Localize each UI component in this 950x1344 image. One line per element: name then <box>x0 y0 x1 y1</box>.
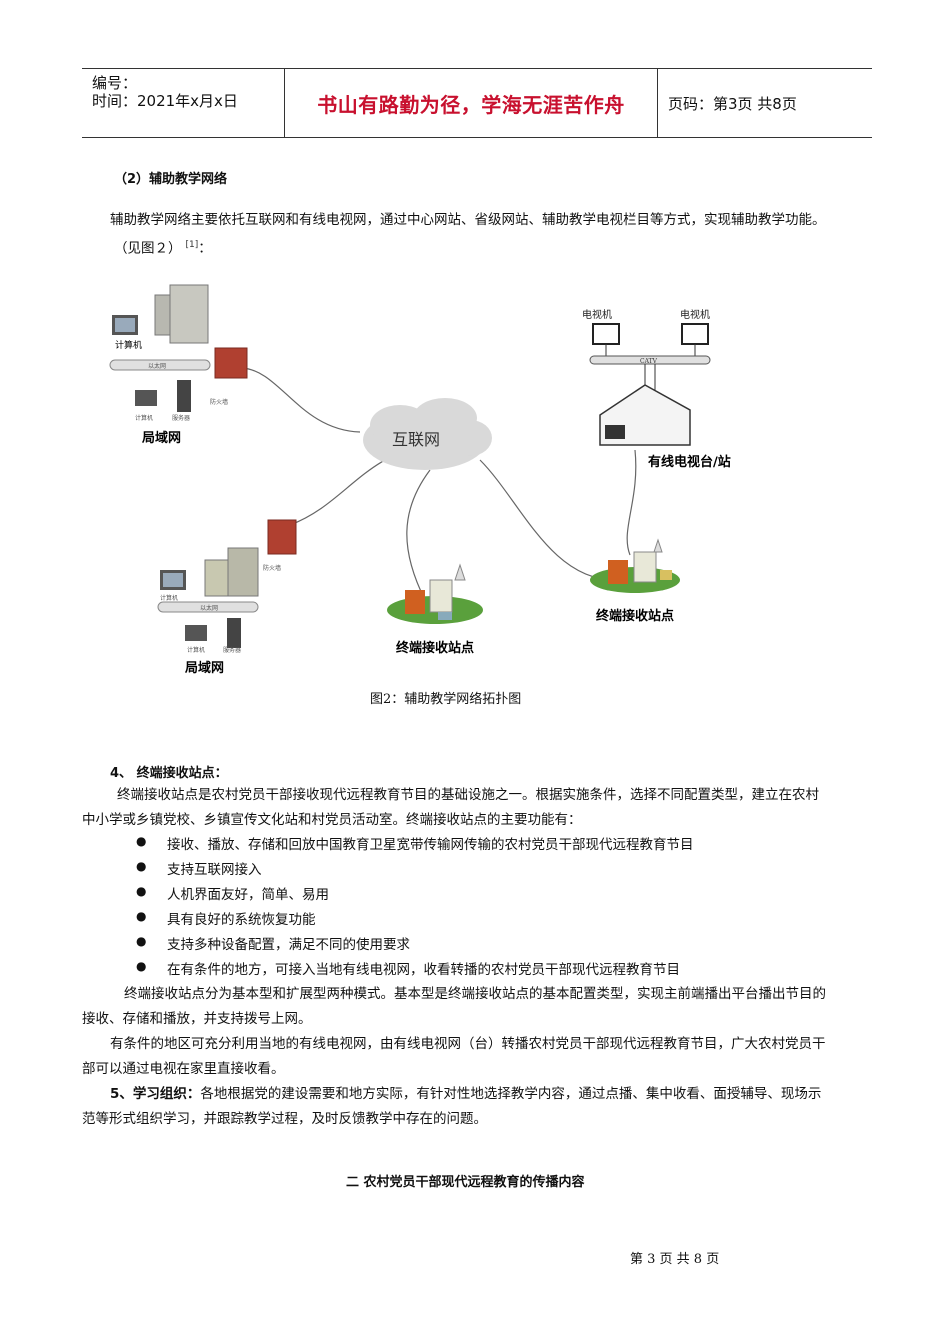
section4-para1-line1: 终端接收站点是农村党员干部接收现代远程教育节目的基础设施之一。根据实施条件，选择… <box>117 787 819 803</box>
bullet-dot: ● <box>136 934 147 948</box>
lan2-ethernet-label: 以太网 <box>200 604 218 612</box>
internet-cloud-icon <box>363 398 492 470</box>
bullet-item: 支持互联网接入 <box>167 862 262 878</box>
header-table: 编号： 时间：2021年x月x日 书山有路勤为径，学海无涯苦作舟 页码：第3页 … <box>82 68 872 138</box>
terminal-station-2 <box>590 538 680 593</box>
ethernet-bus <box>109 359 211 371</box>
link-lan2-internet <box>289 459 386 526</box>
link-cable-terminal2 <box>626 449 637 556</box>
lan2-computer-label: 计算机 <box>160 594 178 602</box>
catv-label: CATV <box>640 358 658 365</box>
section-aux-para-line2: （见图２）[1]： <box>114 240 212 257</box>
bullet-dot: ● <box>136 859 147 873</box>
tv-label-1: 电视机 <box>582 308 612 321</box>
section-two-heading: 二 农村党员干部现代远程教育的传播内容 <box>346 1175 585 1190</box>
section4-para3-line2: 部可以通过电视在家里直接收看。 <box>82 1061 285 1077</box>
lan1-server-label: 服务器 <box>172 414 190 422</box>
section4-para1-line2: 中小学或乡镇党校、乡镇宣传文化站和村党员活动室。终端接收站点的主要功能有： <box>82 812 582 828</box>
bullet-item: 在有条件的地方，可接入当地有线电视网，收看转播的农村党员干部现代远程教育节目 <box>167 962 680 978</box>
header-motto-cell: 书山有路勤为径，学海无涯苦作舟 <box>285 69 658 137</box>
section5-line1: 5、学习组织：各地根据党的建设需要和地方实际，有针对性地选择教学内容，通过点播、… <box>110 1086 822 1102</box>
terminal-1-label: 终端接收站点 <box>396 640 474 656</box>
bullet-dot: ● <box>136 884 147 898</box>
time-label: 时间：2021年x月x日 <box>92 92 238 110</box>
lan1-firewall-label: 防火墙 <box>210 398 228 406</box>
lan1-computer-label: 计算机 <box>115 339 142 351</box>
lan2-firewall-label: 防火墙 <box>263 564 281 572</box>
computer-icon <box>185 625 207 641</box>
reference-mark: [1] <box>185 240 199 250</box>
bullet-dot: ● <box>136 834 147 848</box>
bullet-item: 接收、播放、存储和回放中国教育卫星宽带传输网传输的农村党员干部现代远程教育节目 <box>167 837 694 853</box>
bullet-item: 人机界面友好，简单、易用 <box>167 887 329 903</box>
cable-tv-label: 有线电视台/站 <box>648 454 731 470</box>
footer-page: 第 3 页 共 8 页 <box>630 1252 720 1267</box>
firewall-icon <box>267 519 297 555</box>
section-aux-heading: （2）辅助教学网络 <box>114 172 228 187</box>
lan2-label: 局域网 <box>185 660 224 676</box>
header-left-cell: 编号： 时间：2021年x月x日 <box>82 69 285 137</box>
network-topology-diagram: 互联网 计算机 以太网 防火墙 计算机 服务器 局域网 计算机 以太网 防火墙 … <box>109 284 731 676</box>
page-label: 页码：第3页 共8页 <box>668 95 797 113</box>
lan2-computer2-label: 计算机 <box>187 646 205 654</box>
cable-tv-group <box>589 323 711 446</box>
computer-icon <box>135 390 157 406</box>
lan2-server-label: 服务器 <box>223 646 241 654</box>
lan1-group <box>109 284 248 412</box>
section-aux-para-line1: 辅助教学网络主要依托互联网和有线电视网，通过中心网站、省级网站、辅助教学电视栏目… <box>110 212 826 228</box>
firewall-icon <box>214 347 248 379</box>
section4-para2-line1: 终端接收站点分为基本型和扩展型两种模式。基本型是终端接收站点的基本配置类型，实现… <box>124 986 826 1002</box>
bullet-item: 具有良好的系统恢复功能 <box>167 912 316 928</box>
link-internet-terminal2 <box>479 459 616 581</box>
number-label: 编号： <box>92 74 138 92</box>
lan1-ethernet-label: 以太网 <box>148 362 166 370</box>
server-icon <box>177 380 191 412</box>
ethernet-bus <box>157 601 259 613</box>
internet-label: 互联网 <box>392 430 440 449</box>
link-internet-terminal1 <box>406 469 431 601</box>
motto: 书山有路勤为径，学海无涯苦作舟 <box>317 93 625 117</box>
bullet-dot: ● <box>136 909 147 923</box>
section5-heading: 5、学习组织： <box>110 1086 201 1102</box>
section4-para2-line2: 接收、存储和播放，并支持拨号上网。 <box>82 1011 312 1027</box>
lan1-computer2-label: 计算机 <box>135 414 153 422</box>
figure-caption: 图2：辅助教学网络拓扑图 <box>370 692 522 707</box>
terminal-station-1 <box>387 563 483 624</box>
link-lan1-internet <box>241 367 361 433</box>
bullet-dot: ● <box>136 959 147 973</box>
tv-icon <box>592 323 620 345</box>
tv-icon <box>681 323 709 345</box>
section5-line2: 范等形式组织学习，并跟踪教学过程，及时反馈教学中存在的问题。 <box>82 1111 487 1127</box>
server-icon <box>227 618 241 648</box>
section4-heading: 4、 终端接收站点： <box>110 766 228 781</box>
lan1-label: 局域网 <box>142 430 181 446</box>
lan2-group <box>157 519 297 648</box>
bullet-item: 支持多种设备配置，满足不同的使用要求 <box>167 937 410 953</box>
header-page-cell: 页码：第3页 共8页 <box>658 69 872 137</box>
terminal-2-label: 终端接收站点 <box>596 608 674 624</box>
catv-bus <box>589 355 711 365</box>
tv-label-2: 电视机 <box>680 308 710 321</box>
section4-para3-line1: 有条件的地区可充分利用当地的有线电视网，由有线电视网（台）转播农村党员干部现代远… <box>110 1036 826 1052</box>
